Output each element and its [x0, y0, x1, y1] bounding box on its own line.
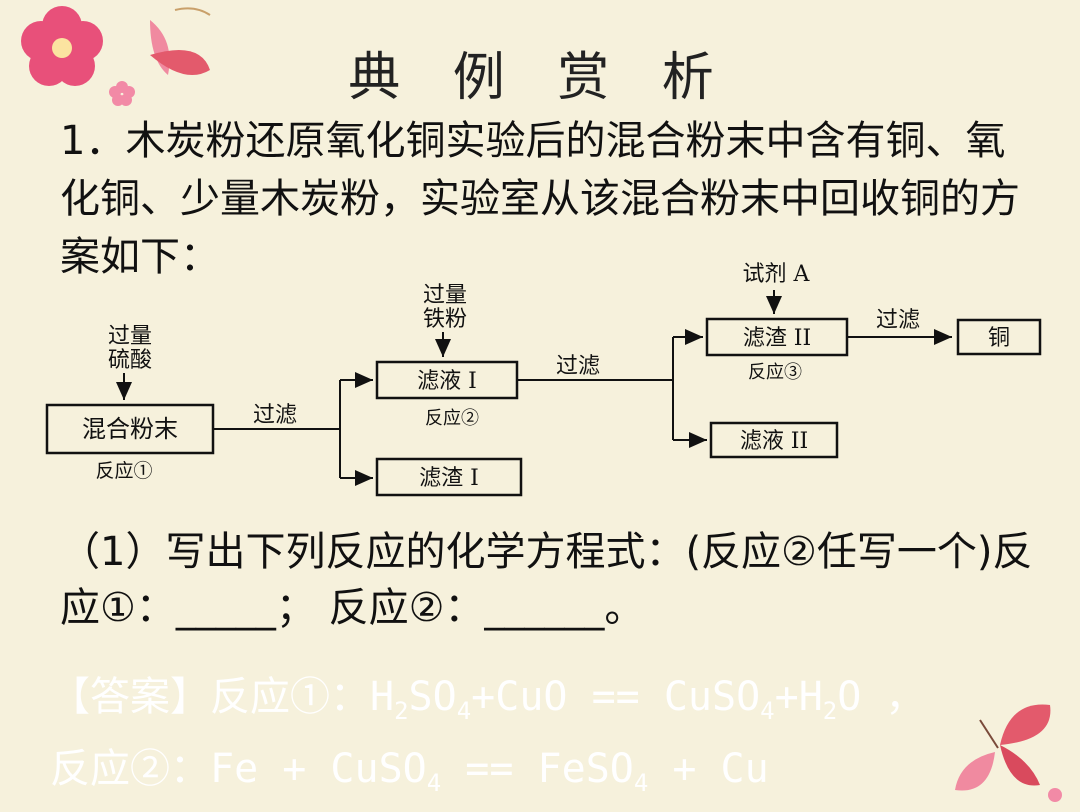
question-intro: 1．木炭粉还原氧化铜实验后的混合粉末中含有铜、氧化铜、少量木炭粉，实验室从该混合… [60, 118, 1020, 280]
reaction-3-label: 反应③ [748, 362, 802, 383]
reagent-2-line2: 铁粉 [423, 307, 467, 332]
sub-question-1: （1）写出下列反应的化学方程式：(反应②任写一个)反应①：_____； 反应②：… [60, 529, 1033, 631]
answer-line2-prefix: 反应②： [50, 746, 210, 792]
box-residue-1 [375, 457, 523, 497]
answer-prefix: 【答案】反应①： [50, 674, 370, 720]
filter-2-label: 过滤 [556, 354, 600, 379]
box-copper-label: 铜 [988, 326, 1010, 351]
box-residue-1-label: 滤渣 I [419, 466, 479, 491]
answer-eq1-part: +CuO == CuSO [471, 674, 761, 720]
reaction-2-label: 反应② [425, 408, 479, 429]
box-filtrate-2-label: 滤液 II [740, 429, 808, 454]
answer-eq1-sub: 4 [760, 697, 775, 725]
box-filtrate-2 [709, 421, 839, 459]
box-filtrate-1-label: 滤液 I [417, 369, 477, 394]
answer-eq1-sub: 4 [456, 697, 472, 725]
reagent-2-line1: 过量 [423, 283, 467, 308]
box-residue-2-label: 滤渣 II [743, 326, 811, 351]
answer-eq1-part: O ， [837, 674, 926, 720]
answer-eq2-part: + Cu [648, 746, 769, 792]
slide-title: 典 例 赏 析 [348, 48, 732, 108]
answer-eq2-part: == FeSO [441, 746, 634, 792]
answer-eq1-part: SO [408, 674, 457, 720]
flower-decoration-icon [21, 6, 211, 106]
answer-eq1-sub: 2 [822, 697, 838, 725]
answer-eq2-sub: 4 [633, 769, 649, 797]
box-mixed-powder-label: 混合粉末 [82, 415, 178, 443]
answer-line-2: 反应②：Fe + CuSO4 == FeSO4 + Cu [50, 740, 1030, 812]
reagent-3-label: 试剂 A [743, 262, 811, 287]
answer-line-1: 【答案】反应①：H2SO4+CuO == CuSO4+H2O ， [50, 668, 1030, 740]
reaction-1-label: 反应① [95, 460, 152, 482]
box-copper [956, 318, 1042, 356]
reagent-1-line2: 硫酸 [108, 348, 152, 373]
filter-3-label: 过滤 [876, 308, 920, 333]
answer-eq1-sub: 2 [394, 697, 409, 725]
answer-eq1-part: +H [774, 674, 823, 720]
answer-eq2-sub: 4 [426, 769, 442, 797]
reagent-1-line1: 过量 [108, 324, 152, 349]
answer-eq2-part: Fe + CuSO [210, 746, 427, 792]
answer-eq1-part: H [370, 674, 395, 720]
answer-block: 【答案】反应①：H2SO4+CuO == CuSO4+H2O ， 反应②：Fe … [50, 668, 1030, 812]
filter-1-label: 过滤 [253, 403, 297, 428]
